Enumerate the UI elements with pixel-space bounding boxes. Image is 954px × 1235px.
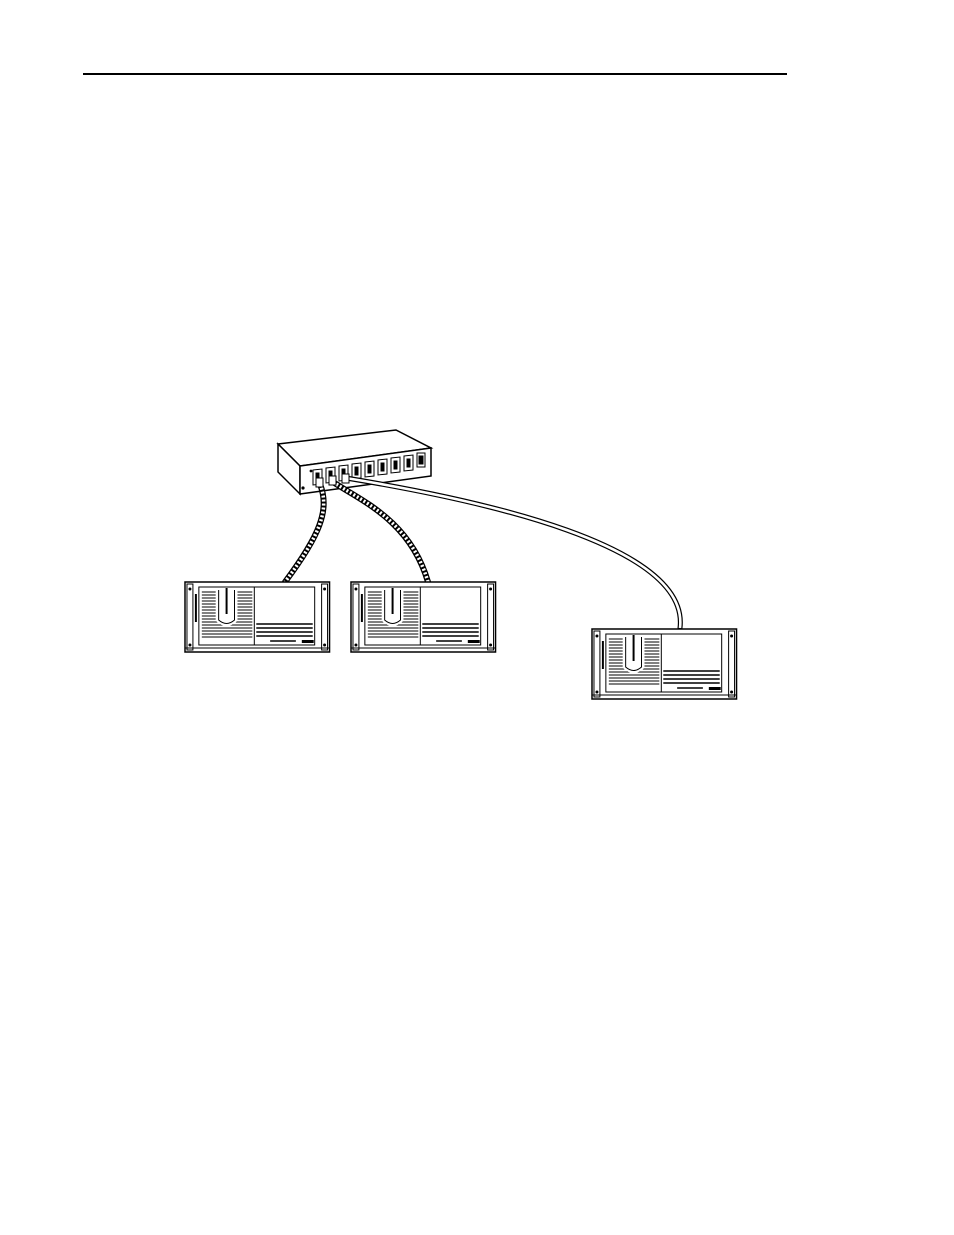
hub-port-4 — [352, 463, 361, 479]
cable-1 — [285, 484, 324, 582]
server-3 — [592, 629, 737, 699]
server-2 — [351, 582, 496, 652]
hub-port-6 — [378, 459, 387, 475]
cable-2 — [333, 482, 428, 582]
server-1 — [185, 582, 330, 652]
hub-port-7 — [391, 457, 400, 473]
hub-port-8 — [404, 455, 413, 471]
hub — [278, 430, 431, 494]
hub-port-5 — [365, 461, 374, 477]
